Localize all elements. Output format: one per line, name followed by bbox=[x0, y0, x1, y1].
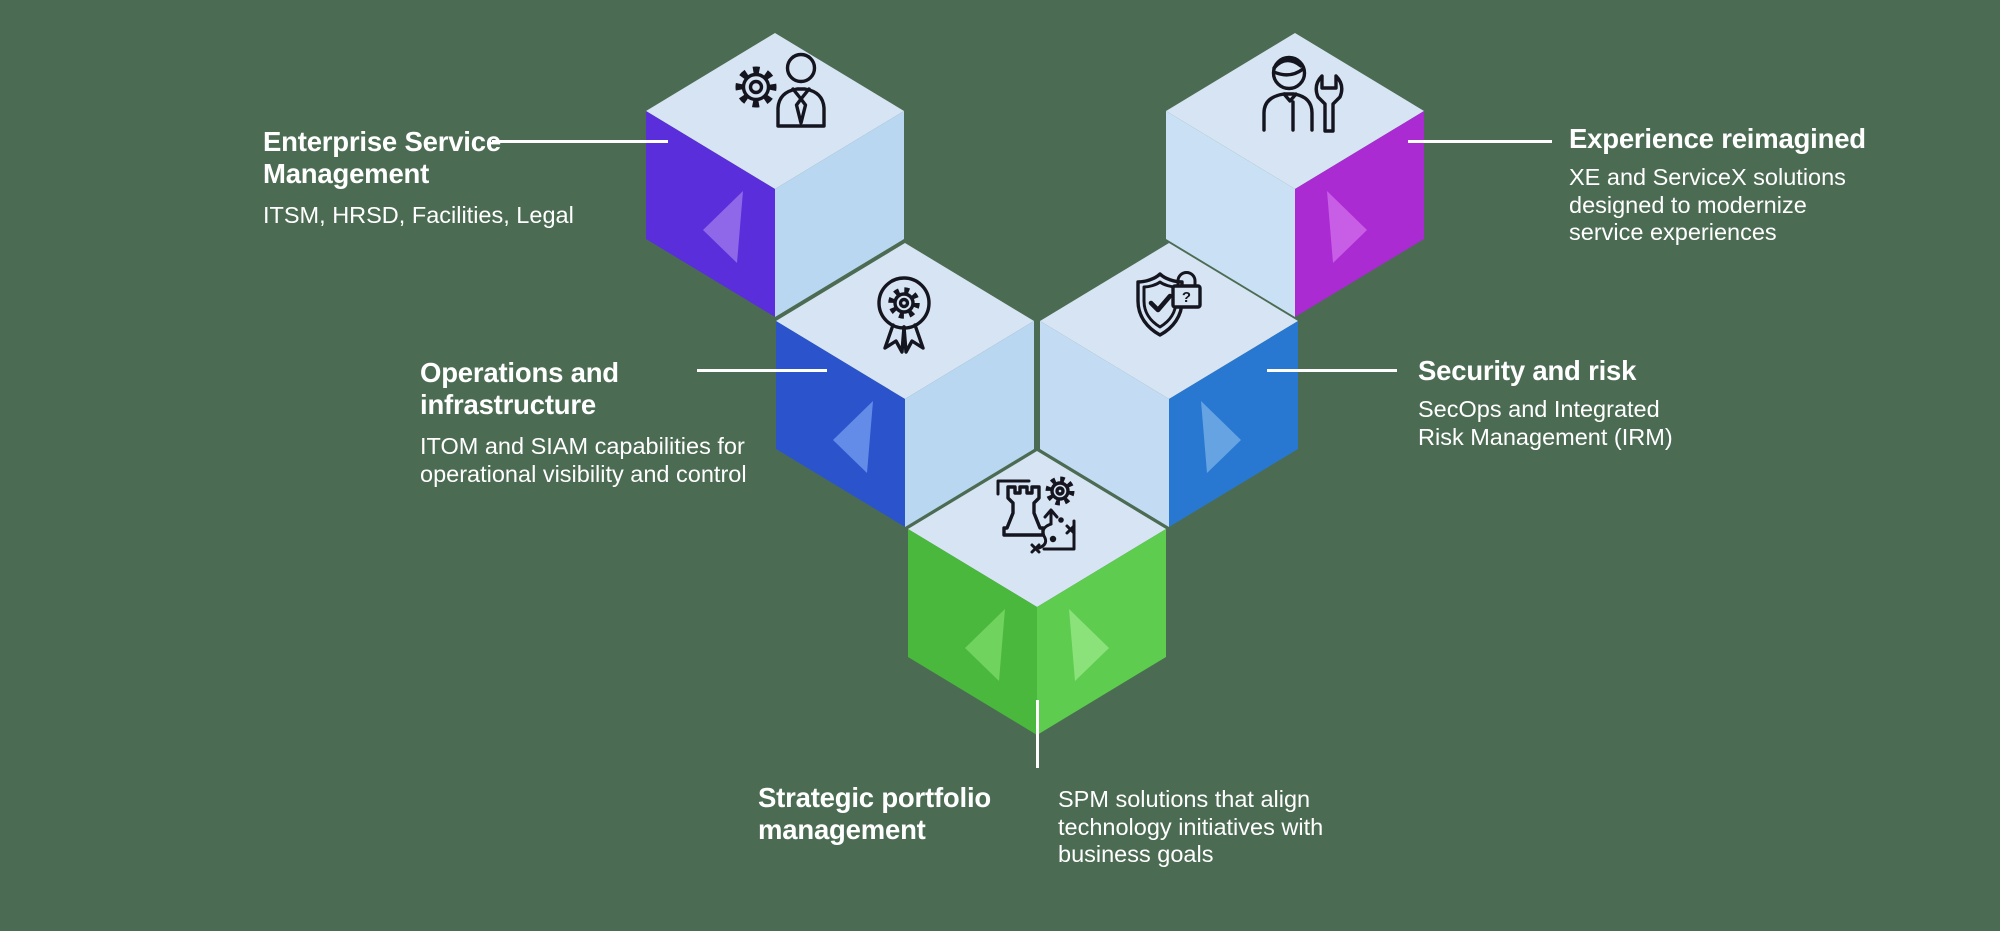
cube-right-face bbox=[1295, 111, 1424, 317]
heading-line: Security and risk bbox=[1418, 355, 1637, 386]
callout-experience-reimagined: Experience reimagined XE and ServiceX so… bbox=[1569, 123, 1866, 247]
body-line: ITOM and SIAM capabilities for bbox=[420, 433, 745, 459]
left-arrow-triangle bbox=[833, 401, 873, 473]
body-line: service experiences bbox=[1569, 219, 1777, 245]
cube-svg: ? bbox=[1040, 243, 1298, 527]
callout-body: SPM solutions that align technology init… bbox=[1058, 786, 1323, 869]
cube-left-face bbox=[1166, 111, 1295, 317]
body-line: operational visibility and control bbox=[420, 460, 747, 487]
connector-enterprise-service-management bbox=[492, 140, 668, 143]
callout-strategic-portfolio-management-heading: Strategic portfolio management bbox=[758, 782, 991, 846]
cube-left-face bbox=[908, 529, 1037, 735]
callout-operations-and-infrastructure: Operations and infrastructure ITOM and S… bbox=[420, 357, 747, 488]
heading-line: Strategic portfolio bbox=[758, 782, 992, 813]
connector-strategic-portfolio-management bbox=[1036, 700, 1039, 768]
callout-body: ITOM and SIAM capabilities for operation… bbox=[420, 433, 747, 488]
right-arrow-triangle bbox=[1327, 191, 1367, 263]
callout-enterprise-service-management: Enterprise Service Management ITSM, HRSD… bbox=[263, 126, 574, 230]
callout-heading: Strategic portfolio management bbox=[758, 782, 991, 846]
cube-svg bbox=[776, 243, 1034, 527]
cube-security-and-risk: ? bbox=[1040, 243, 1298, 527]
connector-operations-and-infrastructure bbox=[697, 369, 827, 372]
cube-svg bbox=[646, 33, 904, 317]
body-line: Risk Management (IRM) bbox=[1418, 423, 1673, 450]
cube-strategic-portfolio-management bbox=[908, 451, 1166, 735]
shield-lock-icon: ? bbox=[1136, 271, 1202, 337]
heading-line: Operations and bbox=[420, 357, 619, 388]
cube-enterprise-service-management bbox=[646, 33, 904, 317]
cube-svg bbox=[1166, 33, 1424, 317]
body-line: business goals bbox=[1058, 841, 1214, 867]
right-arrow-triangle bbox=[1201, 401, 1241, 473]
callout-body: XE and ServiceX solutions designed to mo… bbox=[1569, 164, 1866, 247]
heading-line: Enterprise Service bbox=[263, 126, 501, 157]
callout-strategic-portfolio-management-body: SPM solutions that align technology init… bbox=[1058, 786, 1323, 869]
cube-operations-and-infrastructure bbox=[776, 243, 1034, 527]
cube-experience-reimagined bbox=[1166, 33, 1424, 317]
person-wrench-icon bbox=[1262, 55, 1344, 133]
heading-line: management bbox=[758, 814, 926, 845]
cube-left-face bbox=[1040, 321, 1169, 527]
right-arrow-triangle bbox=[1069, 609, 1109, 681]
body-line: XE and ServiceX solutions bbox=[1569, 164, 1846, 190]
cube-svg bbox=[908, 451, 1166, 735]
callout-body: ITSM, HRSD, Facilities, Legal bbox=[263, 202, 574, 230]
heading-line: infrastructure bbox=[420, 389, 596, 420]
body-line: technology initiatives with bbox=[1058, 813, 1324, 840]
left-arrow-triangle bbox=[703, 191, 743, 263]
left-arrow-triangle bbox=[965, 609, 1005, 681]
body-line: designed to modernize bbox=[1569, 191, 1807, 218]
body-line: SPM solutions that align bbox=[1058, 786, 1311, 812]
body-line: ITSM, HRSD, Facilities, Legal bbox=[263, 202, 574, 228]
callout-heading: Security and risk bbox=[1418, 355, 1673, 387]
cube-right-face bbox=[905, 321, 1034, 527]
award-gear-icon bbox=[877, 276, 931, 354]
cube-left-face bbox=[776, 321, 905, 527]
callout-heading: Experience reimagined bbox=[1569, 123, 1866, 155]
callout-heading: Enterprise Service Management bbox=[263, 126, 574, 190]
gear-person-icon bbox=[735, 52, 826, 128]
body-line: SecOps and Integrated bbox=[1418, 396, 1660, 422]
heading-line: Experience reimagined bbox=[1569, 123, 1866, 154]
cube-right-face bbox=[1037, 529, 1166, 735]
connector-experience-reimagined bbox=[1408, 140, 1552, 143]
heading-line: Management bbox=[263, 158, 430, 189]
callout-security-and-risk: Security and risk SecOps and Integrated … bbox=[1418, 355, 1673, 451]
cube-right-face bbox=[1169, 321, 1298, 527]
cube-right-face bbox=[775, 111, 904, 317]
svg-text:?: ? bbox=[1182, 289, 1191, 306]
callout-heading: Operations and infrastructure bbox=[420, 357, 747, 421]
rook-strategy-gear-icon bbox=[996, 476, 1076, 554]
cube-left-face bbox=[646, 111, 775, 317]
callout-body: SecOps and Integrated Risk Management (I… bbox=[1418, 396, 1673, 451]
connector-security-and-risk bbox=[1267, 369, 1397, 372]
